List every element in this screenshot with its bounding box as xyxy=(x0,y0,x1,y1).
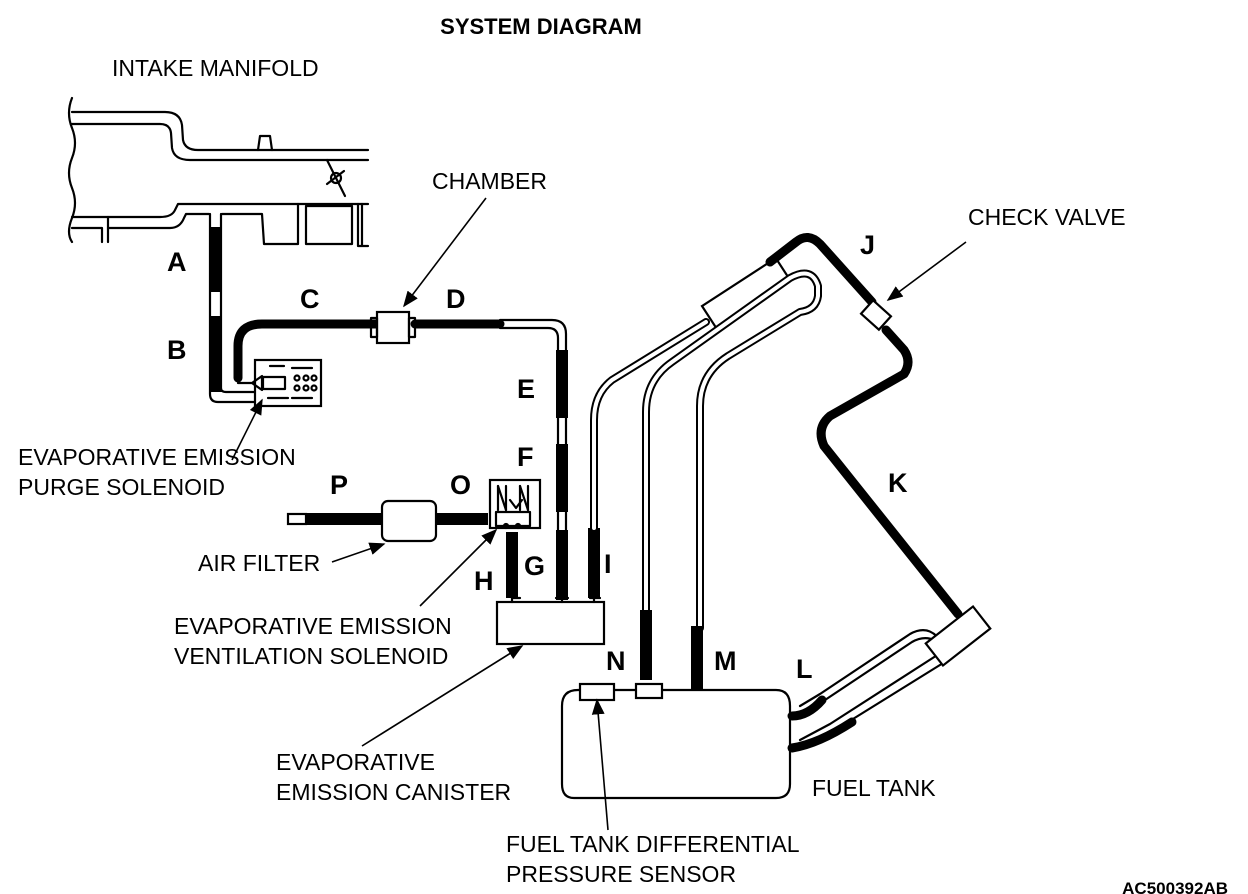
canister xyxy=(495,318,710,646)
hose-label-c: C xyxy=(300,284,320,314)
label-check-valve: CHECK VALVE xyxy=(968,204,1126,230)
hose-label-n: N xyxy=(606,646,626,676)
hose-label-e: E xyxy=(517,374,535,404)
hose-label-m: M xyxy=(714,646,737,676)
purge-solenoid xyxy=(208,212,323,408)
label-intake-manifold: INTAKE MANIFOLD xyxy=(112,55,319,81)
label-canister-line2: EMISSION CANISTER xyxy=(276,779,511,805)
label-ventilation-solenoid-line2: VENTILATION SOLENOID xyxy=(174,643,448,669)
rollover-valve-upper xyxy=(642,233,963,632)
hose-label-l: L xyxy=(796,654,813,684)
label-pressure-sensor-line2: PRESSURE SENSOR xyxy=(506,861,736,887)
label-ventilation-solenoid-line1: EVAPORATIVE EMISSION xyxy=(174,613,452,639)
figure-code: AC500392AB xyxy=(1122,879,1228,894)
label-purge-solenoid-line1: EVAPORATIVE EMISSION xyxy=(18,444,296,470)
diagram-title: SYSTEM DIAGRAM xyxy=(440,14,642,39)
label-canister-line1: EVAPORATIVE xyxy=(276,749,435,775)
hose-label-h: H xyxy=(474,566,494,596)
label-purge-solenoid-line2: PURGE SOLENOID xyxy=(18,474,225,500)
hose-line-c-d-e-f-g xyxy=(233,310,568,600)
label-pressure-sensor-line1: FUEL TANK DIFFERENTIAL xyxy=(506,831,800,857)
hose-label-i: I xyxy=(604,549,612,579)
hose-label-k: K xyxy=(888,468,908,498)
hose-label-p: P xyxy=(330,470,348,500)
hose-label-a: A xyxy=(167,247,187,277)
hose-label-o: O xyxy=(450,470,471,500)
leader-lines xyxy=(231,197,967,831)
ventilation-solenoid xyxy=(286,478,542,598)
hose-label-g: G xyxy=(524,551,545,581)
label-chamber: CHAMBER xyxy=(432,168,547,194)
label-air-filter: AIR FILTER xyxy=(198,550,320,576)
hose-label-f: F xyxy=(517,442,534,472)
intake-manifold xyxy=(67,96,370,248)
label-fuel-tank: FUEL TANK xyxy=(812,775,936,801)
hose-label-b: B xyxy=(167,335,187,365)
hose-label-j: J xyxy=(860,230,875,260)
hose-label-d: D xyxy=(446,284,466,314)
fuel-tank xyxy=(560,604,992,800)
